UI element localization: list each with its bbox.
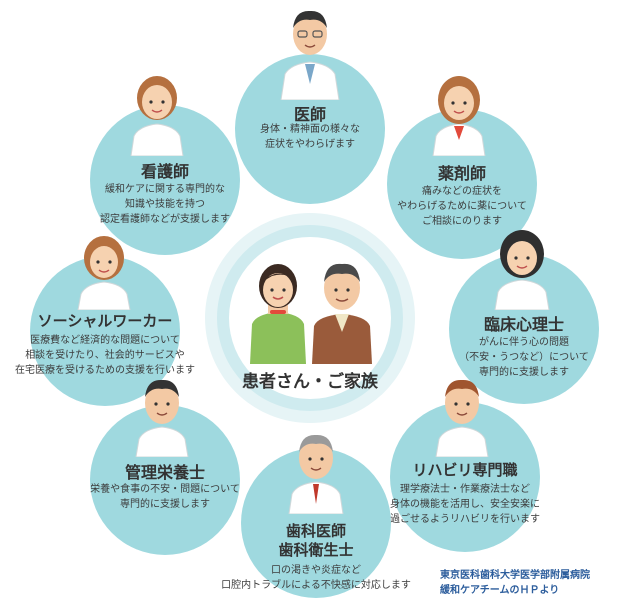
pharmacist-desc-2: やわらげるために薬について xyxy=(397,201,527,212)
pharmacist-desc-1: 痛みなどの症状を xyxy=(422,186,502,197)
doctor-desc-2: 症状をやわらげます xyxy=(265,139,355,150)
rehab-illustration xyxy=(435,379,489,457)
dietitian-desc-1: 栄養や食事の不安・問題について xyxy=(90,484,240,495)
social-worker-desc-3: 在宅医療を受けるための支援を行います xyxy=(15,365,195,376)
doctor-desc-1: 身体・精神面の様々な xyxy=(260,124,360,135)
dentist-desc-2: 口腔内トラブルによる不快感に対応します xyxy=(221,580,411,591)
psychologist-title: 臨床心理士 xyxy=(483,315,564,334)
pharmacist-title: 薬剤師 xyxy=(437,164,486,183)
rehab-desc-2: 身体の機能を活用し、安全安楽に xyxy=(390,499,540,510)
psychologist-desc-2: （不安・うつなど）について xyxy=(459,352,589,363)
node-psychologist xyxy=(449,254,599,404)
pharmacist-desc-3: ご相談にのります xyxy=(422,216,502,227)
social-worker-desc-1: 医療費など経済的な問題について xyxy=(30,335,180,346)
center-label: 患者さん・ご家族 xyxy=(242,372,378,392)
social-worker-title: ソーシャルワーカー xyxy=(37,312,173,330)
credit-line-1: 東京医科歯科大学医学部附属病院 xyxy=(440,570,590,581)
social-worker-illustration xyxy=(77,236,131,310)
dentist-title-1: 歯科医師 xyxy=(285,522,346,540)
nurse-desc-2: 知識や技能を持つ xyxy=(125,199,205,210)
rehab-desc-3: 過ごせるようリハビリを行います xyxy=(390,514,540,525)
nurse-desc-3: 認定看護師などが支援します xyxy=(100,214,230,225)
dietitian-desc-2: 専門的に支援します xyxy=(120,499,210,510)
psychologist-desc-1: がんに伴う心の問題 xyxy=(479,337,569,348)
dietitian-illustration xyxy=(135,379,189,457)
dentist-title-2: 歯科衛生士 xyxy=(278,541,354,559)
source-credit: 東京医科歯科大学医学部附属病院 緩和ケアチームのＨＰより xyxy=(440,568,590,598)
nurse-title: 看護師 xyxy=(140,162,189,181)
nurse-desc-1: 緩和ケアに関する専門的な xyxy=(105,184,225,195)
patient-family-illustration xyxy=(250,263,372,364)
psychologist-desc-3: 専門的に支援します xyxy=(479,367,569,378)
doctor-title: 医師 xyxy=(293,105,326,124)
nurse-illustration xyxy=(130,76,184,156)
credit-line-2: 緩和ケアチームのＨＰより xyxy=(440,585,560,596)
psychologist-illustration xyxy=(494,230,550,310)
social-worker-desc-2: 相談を受けたり、社会的サービスや xyxy=(25,350,185,361)
dentist-illustration xyxy=(288,434,344,514)
center-disc xyxy=(229,237,391,399)
rehab-title: リハビリ専門職 xyxy=(412,461,518,479)
doctor-illustration xyxy=(280,10,340,100)
rehab-desc-1: 理学療法士・作業療法士など xyxy=(400,484,530,495)
dietitian-title: 管理栄養士 xyxy=(124,463,205,482)
dentist-desc-1: 口の渇きや炎症など xyxy=(271,565,361,576)
pharmacist-illustration xyxy=(432,76,486,156)
